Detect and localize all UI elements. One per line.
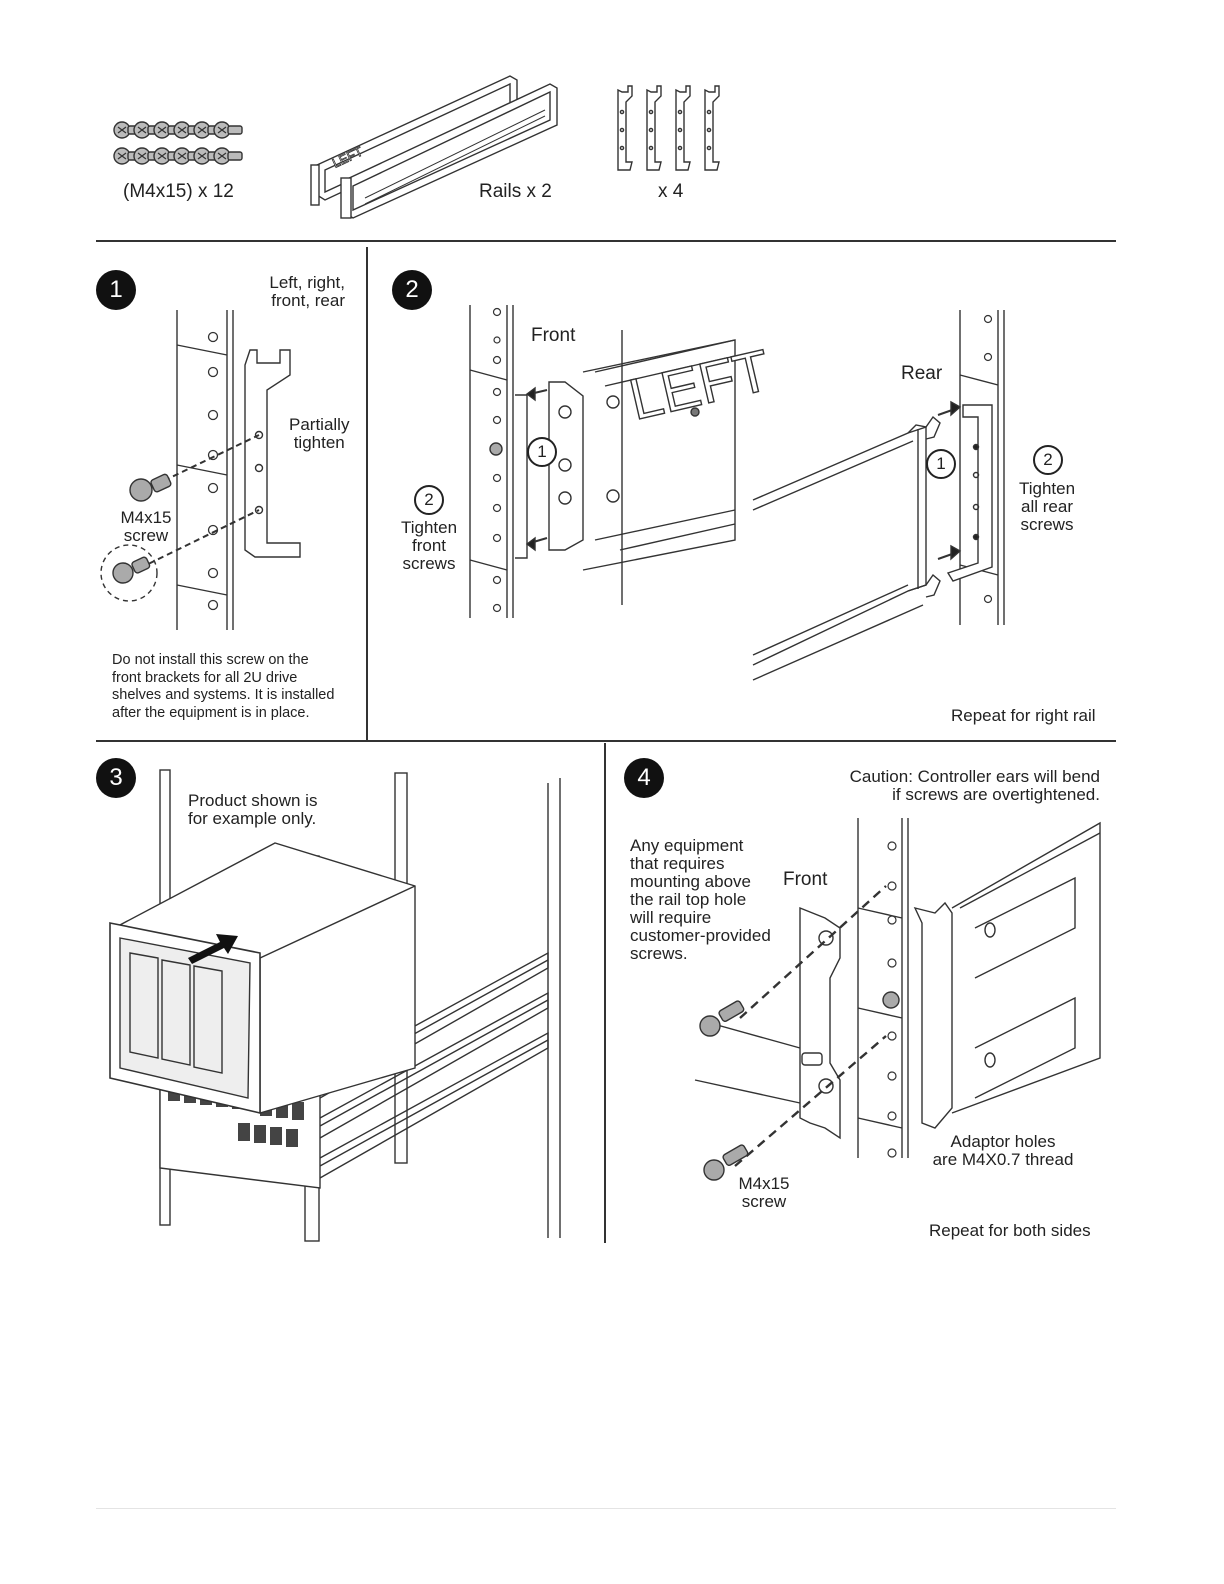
step2-front-callout-1: 1 (527, 437, 557, 467)
step4-adaptor-note: Adaptor holes are M4X0.7 thread (932, 1132, 1074, 1169)
divider-top (96, 240, 1116, 242)
step1-scope-note: Left, right, front, rear (269, 273, 345, 310)
step2-front-callout-2: 2 (414, 485, 444, 515)
step4-repeat-note: Repeat for both sides (929, 1221, 1091, 1240)
step2-tighten-front: Tighten front screws (400, 518, 458, 573)
step1-rack-illustration (100, 310, 301, 630)
step4-caution: Caution: Controller ears will bend if sc… (849, 767, 1100, 804)
step2-front-label: Front (531, 325, 576, 346)
step3-rack-illustration (109, 769, 561, 1242)
divider-footer (96, 1508, 1116, 1509)
step2-tighten-rear: Tighten all rear screws (1018, 479, 1076, 534)
step4-front-label: Front (783, 869, 828, 890)
brackets-label: x 4 (658, 181, 684, 202)
step3-badge: 3 (96, 758, 136, 798)
step4-screw-label: M4x15 screw (738, 1174, 790, 1211)
divider-step3-step4 (604, 743, 606, 1243)
step3-example-note: Product shown is for example only. (188, 791, 318, 828)
step4-badge: 4 (624, 758, 664, 798)
step1-warning: Do not install this screw on the front b… (112, 652, 335, 721)
screws-label: (M4x15) x 12 (123, 181, 234, 202)
divider-middle (96, 740, 1116, 742)
rails-label: Rails x 2 (479, 181, 552, 202)
step4-mounting-illustration (694, 818, 1101, 1181)
brackets-illustration (617, 85, 720, 171)
step1-screw-label: M4x15 screw (120, 508, 172, 545)
step4-equipment-note: Any equipment that requires mounting abo… (630, 836, 771, 963)
step1-partially-tighten: Partially tighten (289, 415, 350, 452)
screws-illustration (113, 121, 243, 165)
step2-rear-callout-2: 2 (1033, 445, 1063, 475)
step1-badge: 1 (96, 270, 136, 310)
rails-illustration: LEFT (310, 75, 558, 219)
step2-rear-label: Rear (901, 363, 943, 384)
divider-step1-step2 (366, 247, 368, 740)
step2-front-illustration: LEFT (469, 305, 777, 618)
step2-rear-callout-1: 1 (926, 449, 956, 479)
step2-repeat-note: Repeat for right rail (951, 706, 1096, 725)
step2-rear-illustration (752, 310, 1005, 681)
step2-badge: 2 (392, 270, 432, 310)
